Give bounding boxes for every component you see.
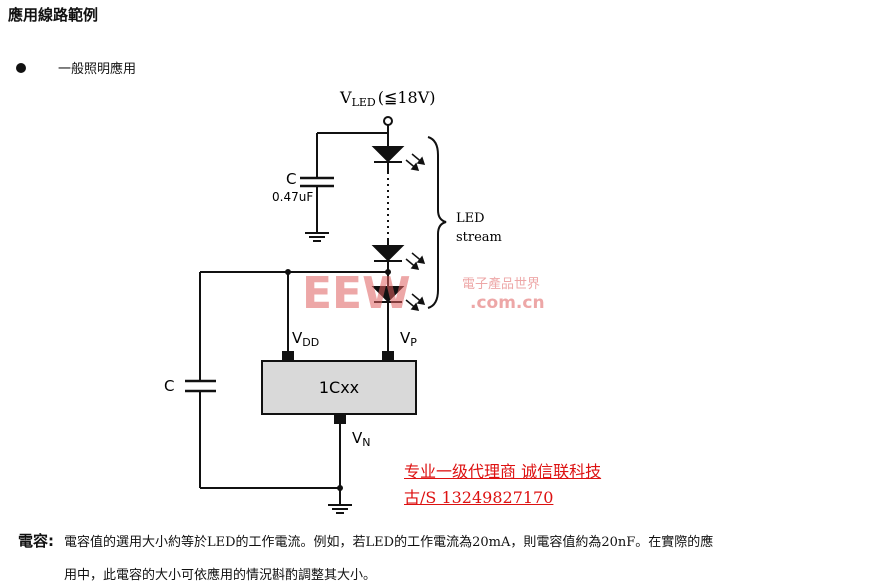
page-title: 應用線路範例 [8, 6, 99, 24]
junction-dot [285, 269, 291, 275]
eew-watermark: EEW 電子產品世界 .com.cn [302, 268, 545, 319]
led-diode [371, 286, 405, 303]
light-emission-arrows [405, 153, 426, 311]
distributor-line-1[interactable]: 专业一级代理商 诚信联科技 [404, 462, 602, 481]
ic-pin-vdd [282, 351, 294, 361]
vn-label: VN [352, 429, 371, 449]
vdd-label: VDD [292, 329, 319, 349]
vled-label: VLED(≦18V) [339, 88, 436, 109]
section-title: 一般照明應用 [58, 62, 137, 77]
note-label: 電容: [18, 532, 54, 550]
led-diode [371, 146, 405, 163]
led-stream-label-2: stream [456, 230, 502, 245]
ic-pin-vn [334, 414, 346, 424]
ic-pin-vp [382, 351, 394, 361]
junction-dot [385, 269, 391, 275]
watermark-domain: .com.cn [470, 293, 545, 313]
note-text-line-1: 電容值的選用大小約等於LED的工作電流。例如，若LED的工作電流為20mA，則電… [64, 535, 714, 550]
cap-top-value: 0.47uF [272, 190, 313, 204]
bullet-dot [16, 63, 26, 73]
watermark-logo: EEW [302, 268, 411, 319]
ic-name: 1Cxx [319, 378, 359, 397]
distributor-line-2[interactable]: 古/S 13249827170 [404, 488, 554, 507]
led-diode [371, 245, 405, 262]
junction-dot [337, 485, 343, 491]
vp-label: VP [400, 329, 417, 349]
note-text-line-2: 用中，此電容的大小可依應用的情況斟酌調整其大小。 [64, 568, 377, 583]
watermark-cn: 電子產品世界 [462, 276, 540, 292]
cap-left-name: C [164, 377, 174, 395]
vled-terminal [383, 116, 393, 126]
ic-body [261, 360, 417, 415]
cap-top-name: C [286, 170, 296, 188]
led-stream-label-1: LED [456, 211, 485, 226]
